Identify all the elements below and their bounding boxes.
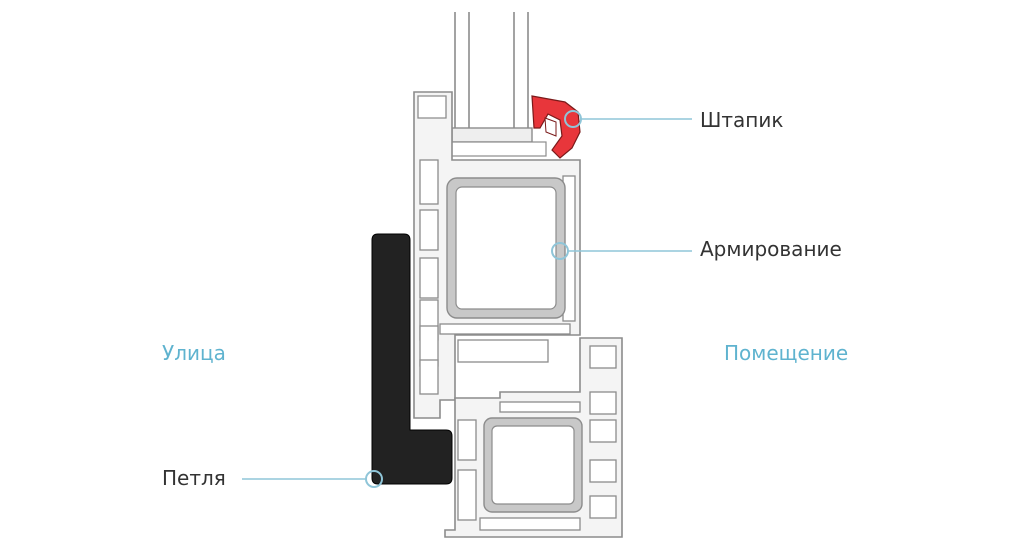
sash-chamber (457, 469, 477, 521)
label-shtapik: Штапик (700, 108, 784, 132)
upper-reinforcement (446, 177, 566, 319)
frame-chamber (419, 257, 439, 299)
sash-chamber (589, 419, 617, 443)
reinforcement-inner (455, 186, 557, 310)
hinge-shape (371, 233, 453, 485)
sash-chamber (589, 345, 617, 369)
sash-chamber (589, 495, 617, 519)
callout-lines (242, 110, 692, 488)
callout-armirovanie-marker (551, 242, 569, 260)
glass-spacer (451, 127, 533, 143)
label-petlya: Петля (162, 466, 226, 490)
glass-unit (449, 12, 547, 157)
glazing-bead-hollow (544, 117, 557, 137)
callout-petlya-marker (365, 470, 383, 488)
sash-chamber (479, 517, 581, 531)
label-ulitsa: Улица (162, 341, 226, 365)
label-armirovanie: Армирование (700, 237, 842, 261)
frame-chamber (439, 323, 571, 335)
sash-chamber (589, 391, 617, 415)
sash-chamber (589, 459, 617, 483)
sash-chamber (499, 401, 581, 413)
frame-chamber (419, 209, 439, 251)
glass-seal (449, 141, 547, 157)
callout-shtapik-marker (564, 110, 582, 128)
sash-reinforcement-inner (491, 425, 575, 505)
sash-chamber (457, 419, 477, 461)
label-pomeshchenie: Помещение (724, 341, 849, 365)
frame-chamber (419, 359, 439, 395)
lower-reinforcement (483, 417, 583, 513)
frame-mid-chamber (457, 339, 549, 363)
frame-top-chamber (417, 95, 447, 119)
frame-chamber (419, 159, 439, 205)
hinge (371, 233, 453, 485)
